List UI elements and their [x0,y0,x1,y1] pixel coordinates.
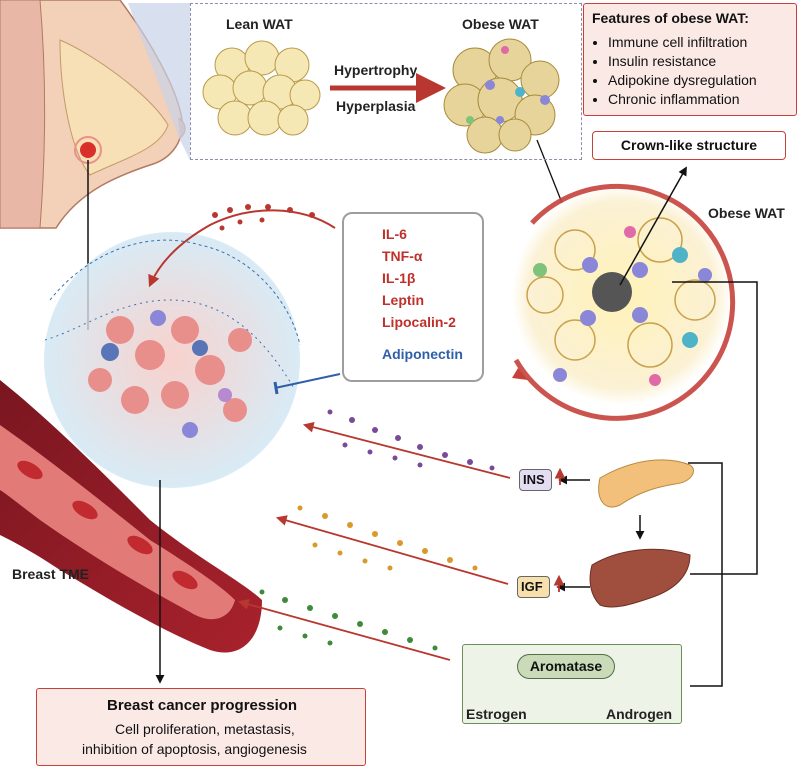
aromatase-label: Aromatase [517,654,615,679]
cytokine-dots [212,204,315,231]
estrogen-signal-arrow [237,599,451,661]
progression-line1: Cell proliferation, metastasis, [115,721,295,737]
estrogen-label: Estrogen [466,706,527,722]
cytokine-adiponectin: Adiponectin [382,346,463,362]
feature-item: Insulin resistance [608,52,757,71]
ins-label: INS [519,469,552,491]
liver [589,548,691,608]
feature-item: Chronic inflammation [608,90,757,109]
features-box: Features of obese WAT: Immune cell infil… [583,3,797,116]
breast-tme-label: Breast TME [12,566,90,582]
cytokine-tnf: TNF-α [382,248,423,264]
igf-label: IGF [517,576,550,598]
progression-box: Breast cancer progression Cell prolifera… [36,688,366,766]
estrogen-dots [259,589,438,651]
zoom-wedge [128,3,190,160]
crown-pointer-arrow [619,166,687,286]
lean-wat-cluster [202,40,321,136]
feature-item: Adipokine dysregulation [608,71,757,90]
obese-wat-right-label: Obese WAT [708,205,785,221]
wat-to-liver-connector [672,281,758,575]
cytokine-il1b: IL-1β [382,270,416,286]
breast-illustration [0,0,186,229]
igf-dots [297,505,478,571]
features-list: Immune cell infiltration Insulin resista… [584,33,757,109]
blood-vessel [0,380,262,653]
obese-wat-top-label: Obese WAT [462,16,539,32]
breast-tme [44,232,301,488]
feature-item: Immune cell infiltration [608,33,757,52]
cytokine-lipocalin: Lipocalin-2 [382,314,456,330]
hyperplasia-label: Hyperplasia [336,98,416,114]
androgen-label: Androgen [606,706,673,722]
pancreas [598,459,694,508]
insulin-signal-arrow [302,421,511,479]
igf-signal-arrow [275,515,509,585]
wat-comparison-panel [190,3,582,160]
obese-wat-large-circle [512,183,736,421]
adiponectin-inhibit-line [274,373,341,389]
obese-wat-top-cluster [443,38,560,154]
progression-title: Breast cancer progression [107,697,298,714]
hypertrophy-label: Hypertrophy [334,62,418,78]
crown-like-structure-label: Crown-like structure [592,131,786,160]
features-title: Features of obese WAT: [592,10,749,26]
cytokine-il6: IL-6 [382,226,407,242]
pancreas-to-aromatase-connector [688,462,723,687]
progression-line2: inhibition of apoptosis, angiogenesis [82,741,307,757]
lean-wat-label: Lean WAT [226,16,293,32]
cytokine-leptin: Leptin [382,292,424,308]
insulin-dots [327,409,495,471]
cytokine-box: IL-6 TNF-α IL-1β Leptin Lipocalin-2 Adip… [342,212,484,382]
cytokine-secretion-arrow [148,209,336,288]
